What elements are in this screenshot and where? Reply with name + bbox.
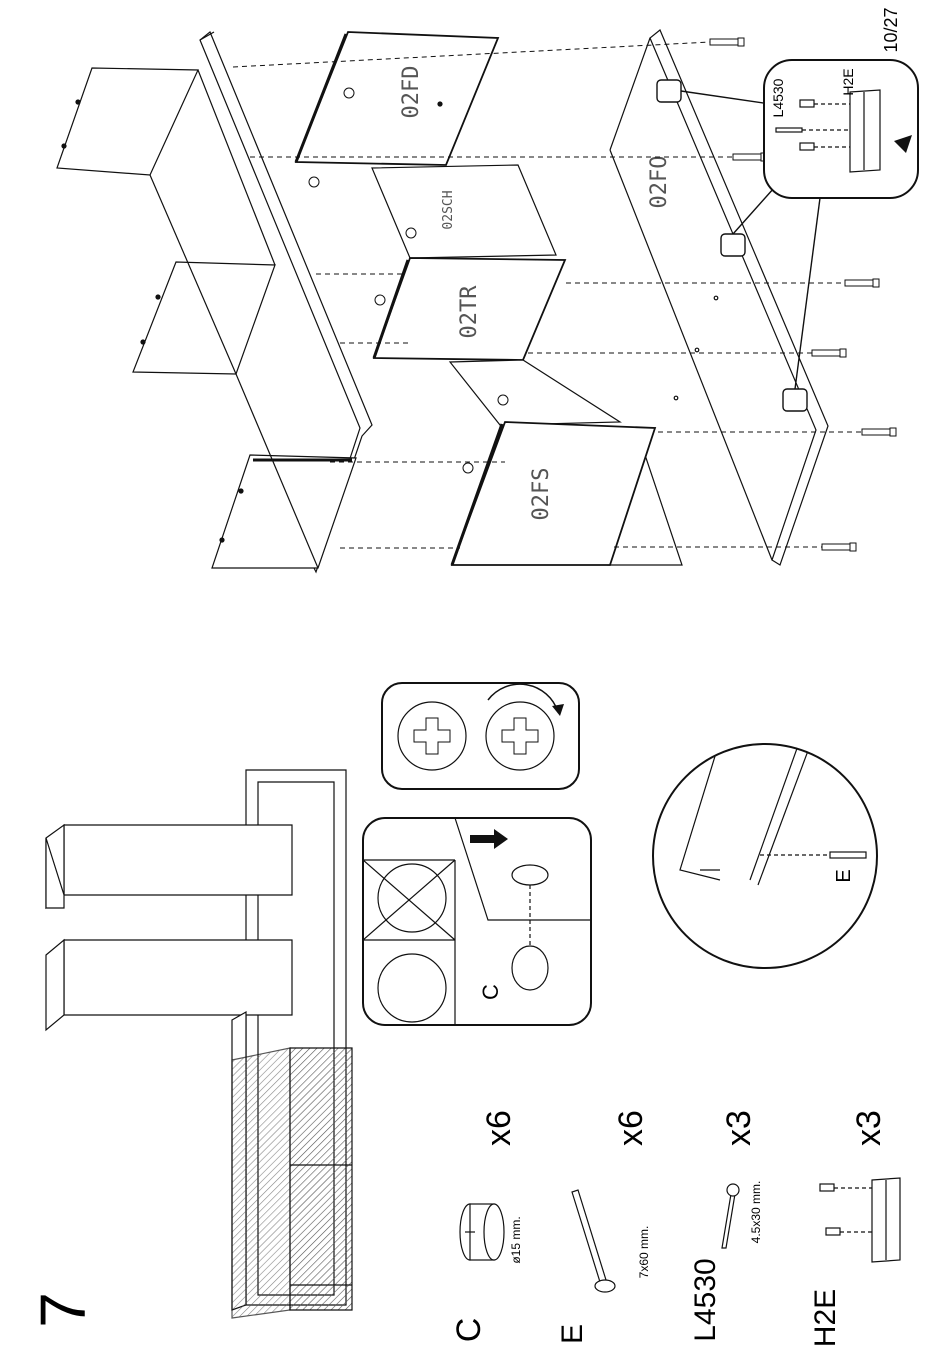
page-number: 10/27 <box>881 7 901 52</box>
panel-label-02TR: 02TR <box>457 285 482 339</box>
callout-label-H2E: H2E <box>840 68 856 95</box>
panel-02SCH <box>372 165 556 258</box>
hanging-bracket-icon <box>820 1178 900 1262</box>
screw-detail-circle: E <box>653 740 877 968</box>
panel-label-02SCH: 02SCH <box>441 190 456 229</box>
exploded-cabinet-drawing: 02FD 02SCH 02TR 02FS 02FO <box>57 30 828 572</box>
wood-screw-icon <box>722 1184 739 1248</box>
part-code-C: C <box>450 1318 488 1343</box>
part-qty-H2E: x3 <box>850 1110 888 1146</box>
cam-detail-label-C: C <box>478 984 503 1000</box>
part-size-L4530: 4.5x30 mm. <box>749 1181 763 1244</box>
part-code-L4530: L4530 <box>689 1258 722 1341</box>
parts-list: C ø15 mm. x6 E 7x60 mm. x6 L4530 <box>450 1110 900 1347</box>
part-row-E: E 7x60 mm. x6 <box>556 1110 651 1344</box>
part-qty-E: x6 <box>612 1110 650 1146</box>
bracket-detail-callout: L4530 H2E <box>764 60 918 198</box>
cam-lock-icon <box>460 1204 504 1260</box>
cabinet-overview-drawing <box>46 770 352 1318</box>
part-size-C: ø15 mm. <box>509 1216 523 1263</box>
part-row-C: C ø15 mm. x6 <box>450 1110 523 1342</box>
panel-02FD <box>296 32 498 165</box>
rotation-instruction-box <box>382 683 579 789</box>
cam-lock-detail-box: C <box>363 818 591 1025</box>
panel-label-02FS: 02FS <box>529 468 554 521</box>
part-size-E: 7x60 mm. <box>637 1226 651 1279</box>
part-code-E: E <box>556 1324 589 1344</box>
panel-label-02FD: 02FD <box>399 66 424 119</box>
confirmat-screw-icon <box>572 1190 615 1292</box>
part-code-H2E: H2E <box>809 1289 842 1347</box>
part-qty-C: x6 <box>480 1110 518 1146</box>
step-number: 7 <box>27 1292 99 1328</box>
callout-label-L4530: L4530 <box>770 78 786 117</box>
panel-label-02FO: 02FO <box>647 156 672 209</box>
part-row-L4530: L4530 4.5x30 mm. x3 <box>689 1110 763 1342</box>
detail-label-E: E <box>833 869 855 882</box>
part-qty-L4530: x3 <box>720 1110 758 1146</box>
part-row-H2E: H2E x3 <box>809 1110 900 1347</box>
